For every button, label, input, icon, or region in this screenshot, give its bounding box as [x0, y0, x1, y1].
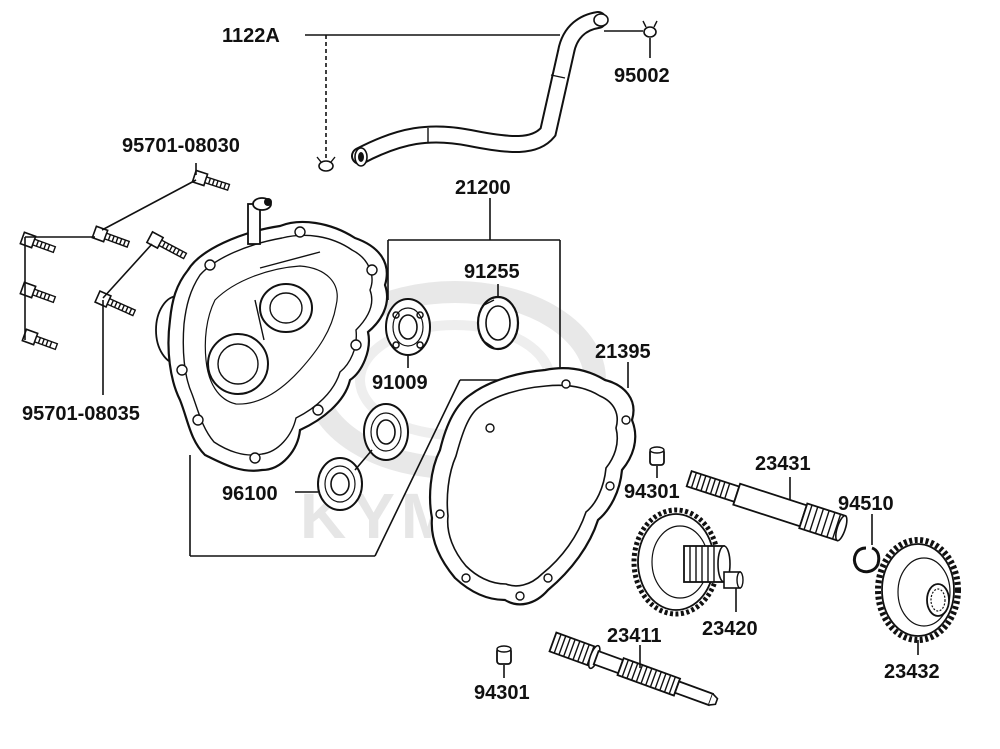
gasket-part[interactable] — [428, 367, 637, 606]
leaders-bolts — [24, 163, 197, 395]
label-final-gear: 23432 — [884, 661, 940, 683]
leaders-cover-kit — [189, 198, 561, 557]
drive-shaft-part[interactable] — [548, 631, 721, 713]
label-pin-right: 94301 — [624, 481, 680, 503]
bearing-lower-a-part[interactable] — [363, 403, 409, 461]
leaders-pins — [503, 466, 658, 678]
dowel-pin-bottom[interactable] — [496, 645, 512, 665]
bearing-upper-part[interactable] — [385, 298, 431, 356]
label-pin-bottom: 94301 — [474, 682, 530, 704]
label-bearing-upper: 91009 — [372, 372, 428, 394]
label-bolt-a: 95701-08030 — [122, 135, 240, 157]
bearing-lower-b-part[interactable] — [317, 457, 363, 511]
label-counter-shaft: 23431 — [755, 453, 811, 475]
oil-seal-part[interactable] — [476, 295, 520, 351]
hose-clamp-upper[interactable] — [642, 20, 658, 38]
label-circlip: 94510 — [838, 493, 894, 515]
gear-shaft-part[interactable] — [631, 507, 744, 617]
leaders-hose — [305, 30, 651, 158]
transmission-cover[interactable] — [155, 197, 389, 472]
final-gear-part[interactable] — [875, 537, 961, 643]
label-drive-shaft: 23411 — [607, 625, 662, 647]
label-cover-kit: 21200 — [455, 177, 511, 199]
dowel-pin-right[interactable] — [649, 446, 665, 466]
counter-shaft-part[interactable] — [685, 466, 849, 542]
label-hose: 1122A — [222, 25, 280, 47]
circlip-part[interactable] — [852, 546, 881, 574]
label-gasket: 21395 — [595, 341, 651, 363]
hose-clamp-lower[interactable] — [316, 156, 336, 172]
label-oil-seal: 91255 — [464, 261, 520, 283]
hose-part[interactable] — [351, 11, 609, 167]
label-bearing-lower: 96100 — [222, 483, 278, 505]
label-clamp: 95002 — [614, 65, 670, 87]
label-gear-shaft: 23420 — [702, 618, 758, 640]
label-bolt-b: 95701-08035 — [22, 403, 140, 425]
